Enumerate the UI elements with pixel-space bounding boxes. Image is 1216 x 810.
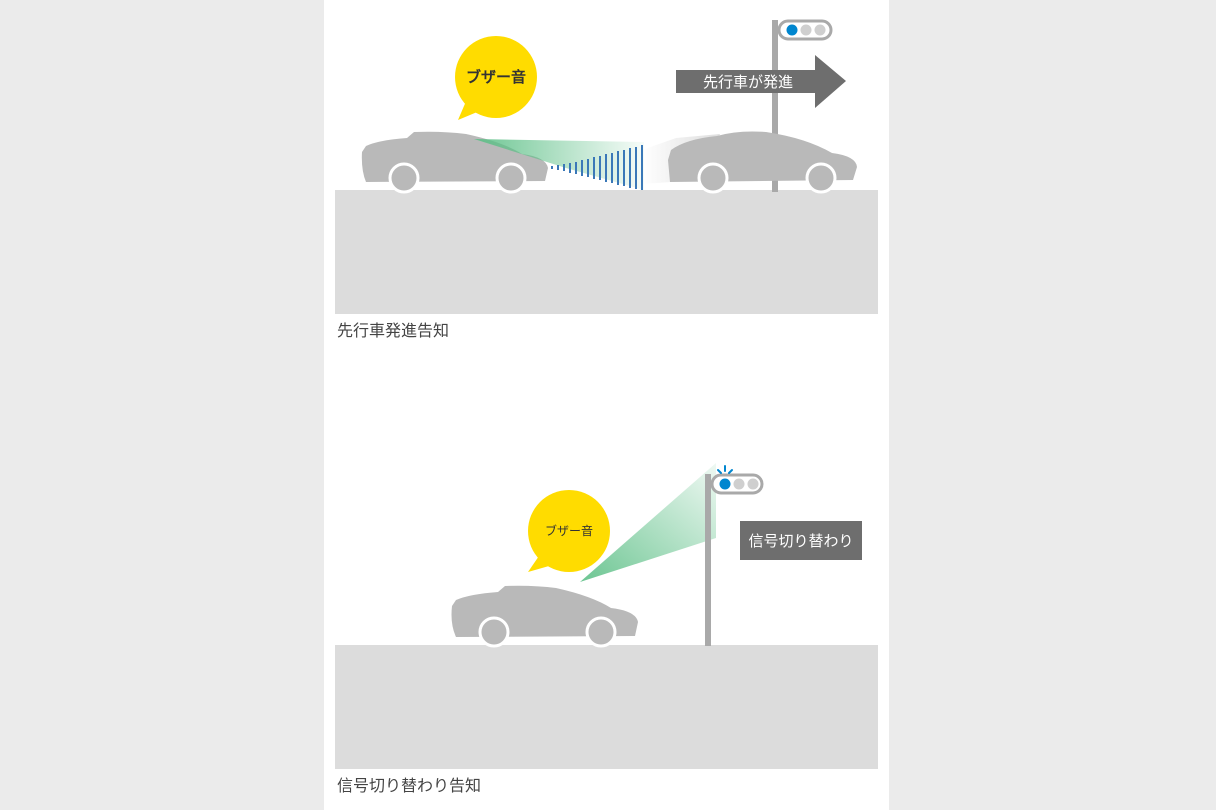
traffic-light-2 — [705, 465, 764, 646]
car-icon — [668, 131, 857, 194]
car-icon — [451, 585, 638, 648]
signal-glow-icon — [717, 465, 733, 474]
buzzer-label-1: ブザー音 — [466, 68, 526, 86]
arrow-label: 先行車が発進 — [703, 73, 793, 91]
sensor-wave-icon — [551, 145, 643, 190]
caption-signal-change: 信号切り替わり告知 — [337, 776, 482, 795]
traffic-light-icon — [777, 19, 833, 41]
signal-label-box — [740, 521, 862, 560]
sensor-beam-2 — [580, 463, 716, 582]
caption-leading-car-departure: 先行車発進告知 — [337, 321, 450, 340]
speech-bubble-icon — [455, 36, 537, 120]
sensor-beam-1 — [474, 139, 644, 190]
signal-pole-2 — [705, 474, 711, 646]
signal-label: 信号切り替わり — [748, 532, 853, 550]
arrow-right-icon — [676, 55, 846, 108]
signal-pole-1 — [772, 20, 778, 192]
buzzer-label-2: ブザー音 — [545, 523, 593, 538]
road-1 — [335, 190, 878, 314]
traffic-light-1 — [772, 19, 833, 192]
speech-bubble-icon — [528, 490, 610, 572]
road-2 — [335, 645, 878, 769]
traffic-light-icon — [710, 473, 764, 495]
scene-2: 信号切り替わり ブザー音 — [335, 463, 878, 769]
scene-1: 先行車が発進 — [335, 19, 878, 314]
